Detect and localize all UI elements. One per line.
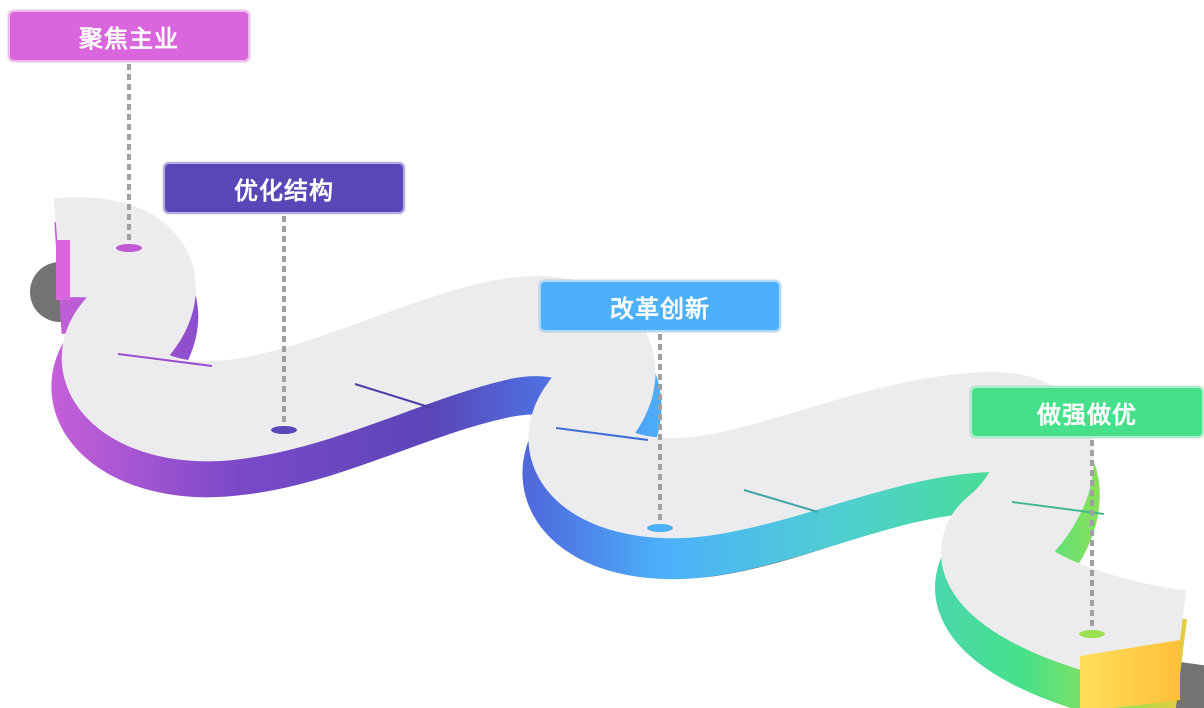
road-top (53, 197, 1187, 690)
road-end-cap (1080, 640, 1180, 708)
milestone-label-1: 聚焦主业 (8, 10, 250, 62)
marker-dot-4 (1079, 630, 1105, 638)
segment-divider (743, 489, 819, 513)
segment-divider (354, 383, 433, 409)
segment-divider (1011, 501, 1105, 515)
marker-dot-1 (116, 244, 142, 252)
marker-dot-3 (647, 524, 673, 532)
milestone-label-4: 做强做优 (970, 386, 1204, 438)
segment-divider (555, 427, 649, 441)
segment-divider (117, 353, 213, 367)
milestone-label-3: 改革创新 (539, 280, 781, 332)
milestone-label-2: 优化结构 (163, 162, 405, 214)
marker-dot-2 (271, 426, 297, 434)
road-start-cap (56, 240, 70, 300)
